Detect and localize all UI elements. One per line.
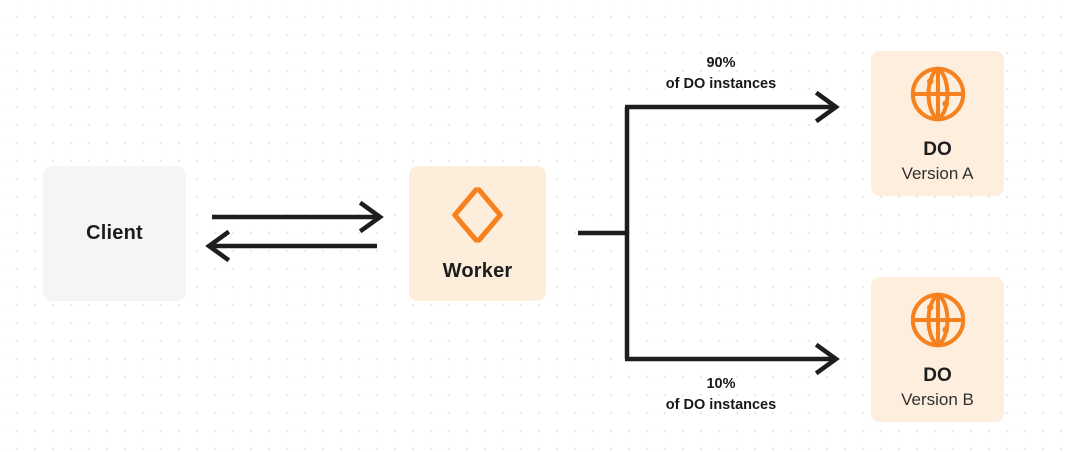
arrow-worker-to-do-a	[625, 90, 840, 124]
durable-object-globe-icon	[907, 63, 969, 125]
cloudflare-workers-icon	[447, 184, 509, 246]
node-do-version-a: DO Version A	[871, 51, 1004, 196]
arrow-worker-to-client	[205, 229, 377, 263]
node-worker-label: Worker	[442, 260, 513, 282]
node-client: Client	[43, 166, 186, 301]
edge-caption-do-a: of DO instances	[665, 76, 777, 93]
durable-object-globe-icon	[907, 289, 969, 351]
edge-label-do-b: 10% of DO instances	[586, 374, 856, 416]
arrow-worker-to-do-b	[625, 342, 840, 376]
branch-trunk	[578, 107, 630, 359]
node-do-version-b: DO Version B	[871, 277, 1004, 422]
node-do-b-subtitle: Version B	[901, 390, 974, 410]
edge-label-do-a: 90% of DO instances	[586, 53, 856, 95]
node-do-a-subtitle: Version A	[901, 164, 974, 184]
node-client-label: Client	[86, 222, 143, 244]
edge-caption-do-b: of DO instances	[665, 397, 777, 414]
node-do-a-title: DO	[923, 139, 952, 161]
edge-percent-do-b: 10%	[706, 376, 736, 392]
node-worker: Worker	[409, 166, 546, 301]
arrow-client-to-worker	[212, 200, 384, 234]
node-do-b-title: DO	[923, 365, 952, 387]
edge-percent-do-a: 90%	[706, 55, 736, 71]
